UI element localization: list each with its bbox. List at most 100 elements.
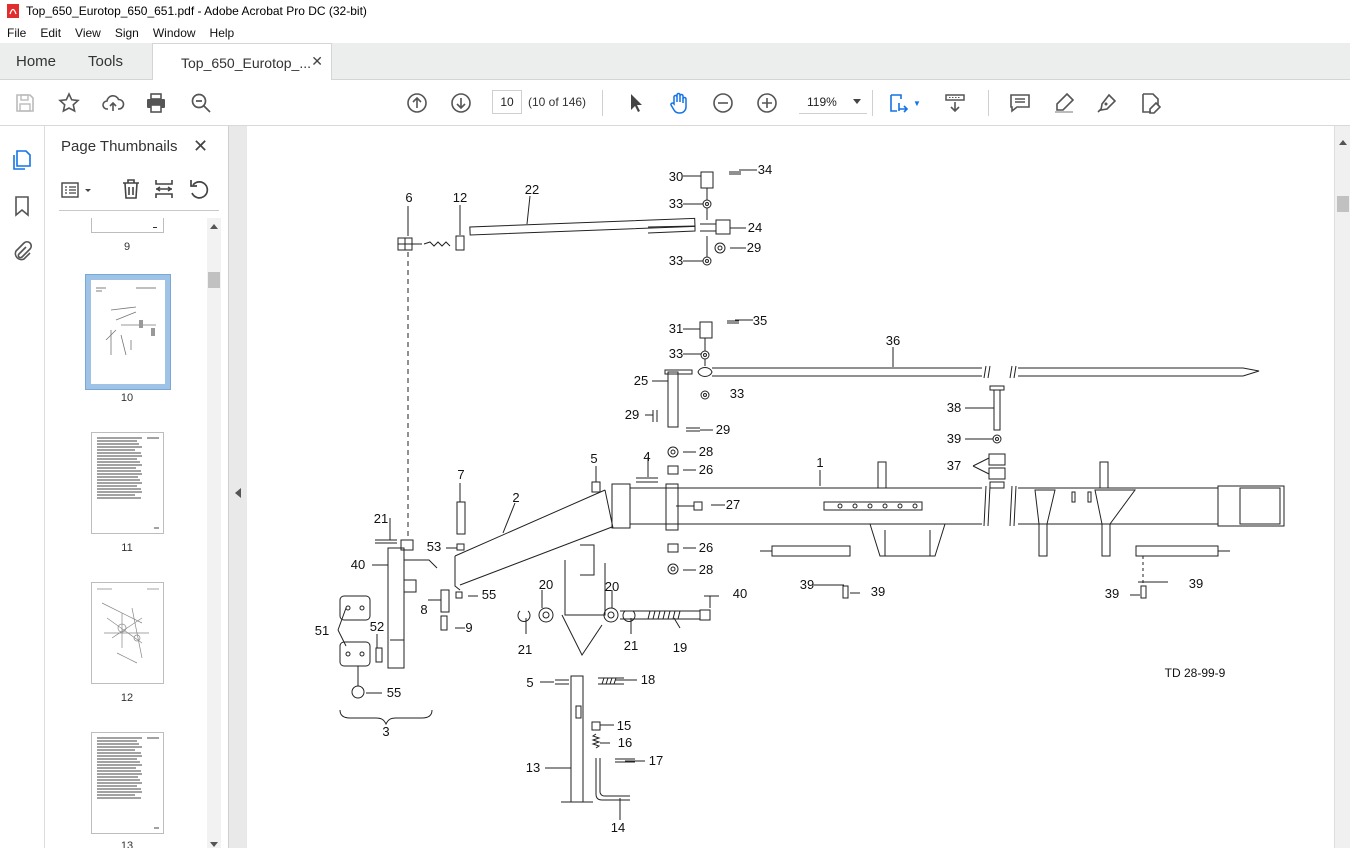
- menu-window[interactable]: Window: [152, 25, 196, 40]
- delete-page-icon[interactable]: [119, 177, 143, 201]
- callout-label: 21: [624, 638, 638, 653]
- page-thumbnails-icon[interactable]: [10, 148, 36, 174]
- close-tab-icon[interactable]: ✕: [311, 53, 323, 69]
- document-view[interactable]: 6 12 22 30 34 33 24 29 33 31 35 33 36 25…: [247, 126, 1334, 848]
- close-icon[interactable]: ✕: [193, 136, 209, 156]
- rotate-page-icon[interactable]: [187, 177, 211, 201]
- menu-help[interactable]: Help: [209, 25, 235, 40]
- menu-file[interactable]: File: [7, 25, 27, 40]
- callout-label: 39: [1189, 576, 1203, 591]
- menu-edit[interactable]: Edit: [40, 25, 62, 40]
- thumbnail-label: 9: [123, 241, 131, 253]
- zoom-out-icon[interactable]: [710, 90, 736, 116]
- callout-label: 34: [758, 162, 772, 177]
- callout-label: 39: [871, 584, 885, 599]
- scroll-up-icon[interactable]: [210, 224, 218, 229]
- callout-label: 2: [512, 490, 519, 505]
- scroll-thumb[interactable]: [208, 272, 220, 288]
- thumbnail-scrollbar[interactable]: [207, 218, 221, 848]
- thumbnail-page[interactable]: [91, 732, 164, 834]
- menu-sign[interactable]: Sign: [114, 25, 139, 40]
- fill-sign-icon[interactable]: [1138, 90, 1164, 116]
- callout-label: 3: [382, 724, 389, 739]
- menu-bar: File Edit View Sign Window Help: [0, 22, 1350, 43]
- attachment-icon[interactable]: [10, 240, 36, 266]
- panel-title: Page Thumbnails: [61, 138, 178, 155]
- thumbnail-page[interactable]: [91, 432, 164, 534]
- extract-pages-icon[interactable]: [152, 177, 176, 201]
- callout-label: 5: [526, 675, 533, 690]
- callout-label: 33: [669, 196, 683, 211]
- star-icon[interactable]: [56, 90, 82, 116]
- callout-label: 53: [427, 539, 441, 554]
- callout-label: 20: [539, 577, 553, 592]
- callout-label: 52: [370, 619, 384, 634]
- callout-label: 30: [669, 169, 683, 184]
- callout-label: 51: [315, 623, 329, 638]
- page-count: (10 of 146): [528, 95, 587, 109]
- thumbnails-panel: Page Thumbnails ✕ 9 10 11 12 13: [45, 126, 229, 848]
- bookmark-icon[interactable]: [10, 194, 36, 220]
- callout-label: 29: [716, 422, 730, 437]
- callout-label: 19: [673, 640, 687, 655]
- previous-page-icon[interactable]: [404, 90, 430, 116]
- save-icon[interactable]: [12, 90, 38, 116]
- thumbnail-selected-frame[interactable]: [85, 274, 171, 390]
- callout-label: 14: [611, 820, 625, 835]
- scroll-thumb[interactable]: [1337, 196, 1349, 212]
- print-icon[interactable]: [143, 90, 169, 116]
- window-title: Top_650_Eurotop_650_651.pdf - Adobe Acro…: [26, 4, 367, 18]
- callout-label: 13: [526, 760, 540, 775]
- tab-document[interactable]: Top_650_Eurotop_... ✕: [152, 43, 332, 81]
- callout-label: 40: [733, 586, 747, 601]
- callout-label: 8: [420, 602, 427, 617]
- thumbnail-label: 12: [120, 692, 134, 704]
- callout-label: 33: [669, 253, 683, 268]
- thumbnail-label: 10: [120, 392, 134, 404]
- callout-label: 25: [634, 373, 648, 388]
- upload-icon[interactable]: [100, 90, 126, 116]
- scroll-up-icon[interactable]: [1339, 140, 1347, 145]
- callout-label: 21: [374, 511, 388, 526]
- document-scrollbar[interactable]: [1334, 126, 1350, 848]
- draw-tool-icon[interactable]: [1094, 90, 1120, 116]
- chevron-left-icon[interactable]: [235, 488, 241, 498]
- callout-label: 4: [643, 449, 650, 464]
- next-page-icon[interactable]: [448, 90, 474, 116]
- highlight-pen-icon[interactable]: [1051, 90, 1077, 116]
- tab-home[interactable]: Home: [16, 53, 57, 70]
- navigation-rail: [0, 126, 45, 848]
- fit-page-icon[interactable]: ▼: [886, 90, 922, 116]
- callout-label: 29: [625, 407, 639, 422]
- menu-view[interactable]: View: [75, 25, 101, 40]
- callout-label: 39: [1105, 586, 1119, 601]
- tab-tools[interactable]: Tools: [88, 53, 124, 70]
- thumbnail-page[interactable]: [91, 218, 164, 233]
- thumbnail-list: 9 10 11 12 13: [45, 218, 207, 848]
- callout-label: 24: [748, 220, 762, 235]
- page-number-input[interactable]: 10: [492, 90, 522, 114]
- comment-icon[interactable]: [1007, 90, 1033, 116]
- callout-label: 9: [465, 620, 472, 635]
- thumbnail-label: 11: [121, 542, 133, 554]
- callout-label: 17: [649, 753, 663, 768]
- callout-label: 31: [669, 321, 683, 336]
- thumbnail-label: 13: [120, 840, 134, 848]
- callout-label: 29: [747, 240, 761, 255]
- scroll-down-icon[interactable]: [210, 842, 218, 847]
- callout-label: 38: [947, 400, 961, 415]
- hand-tool-icon[interactable]: [666, 90, 692, 116]
- thumbnail-page[interactable]: [91, 582, 164, 684]
- zoom-select[interactable]: 119%: [799, 90, 867, 114]
- select-cursor-icon[interactable]: [622, 90, 648, 116]
- zoom-search-icon[interactable]: [188, 90, 214, 116]
- callout-label: 16: [618, 735, 632, 750]
- exploded-parts-drawing: 6 12 22 30 34 33 24 29 33 31 35 33 36 25…: [315, 162, 1285, 835]
- thumbnail-options-icon[interactable]: [61, 180, 95, 200]
- callout-label: 28: [699, 444, 713, 459]
- callout-label: 22: [525, 182, 539, 197]
- callout-label: 37: [947, 458, 961, 473]
- panel-collapse-handle[interactable]: [229, 126, 247, 848]
- scroll-mode-icon[interactable]: [942, 90, 968, 116]
- zoom-in-icon[interactable]: [754, 90, 780, 116]
